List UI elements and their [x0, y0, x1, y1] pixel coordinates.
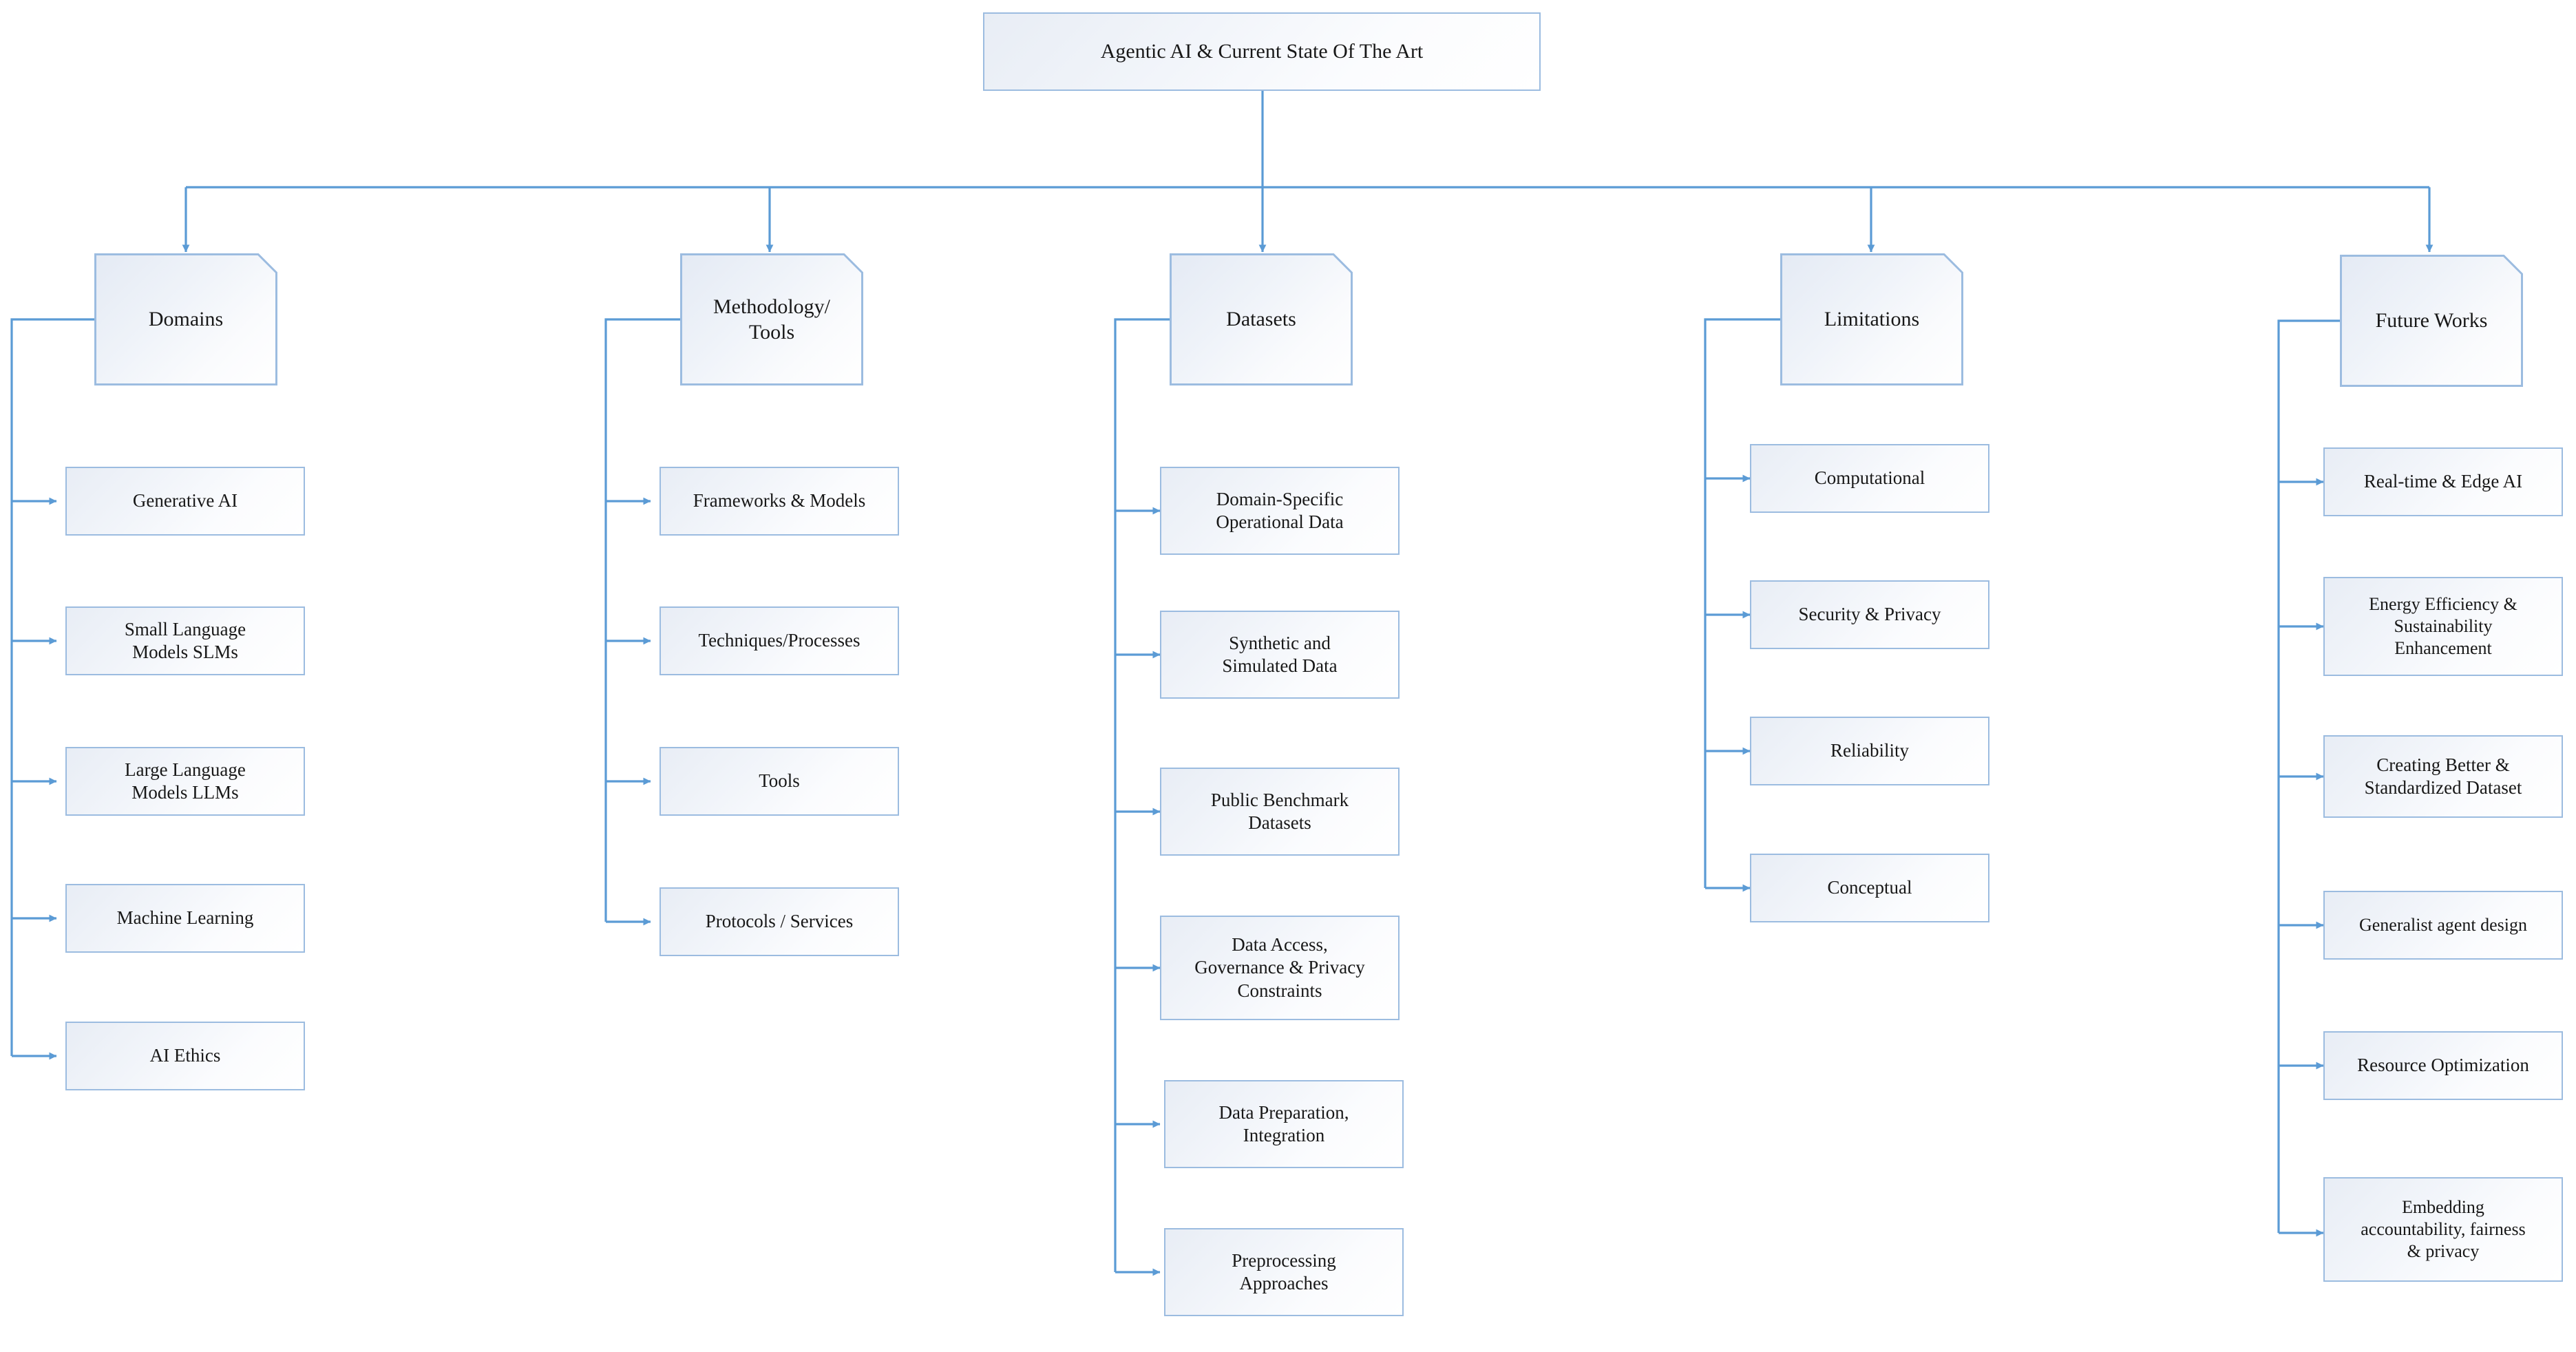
leaf-node-ai-ethics[interactable]: AI Ethics — [65, 1022, 305, 1090]
category-label: Domains — [148, 308, 224, 331]
leaf-node-small-language-models[interactable]: Small Language Models SLMs — [65, 606, 305, 675]
leaf-label: Conceptual — [1827, 877, 1912, 898]
leaf-label: Creating Better & Standardized Dataset — [2364, 754, 2522, 798]
leaf-label: Security & Privacy — [1798, 604, 1941, 625]
leaf-label: Public Benchmark Datasets — [1210, 789, 1349, 833]
category-node-limitations[interactable]: Limitations — [1780, 253, 1963, 385]
leaf-label: Computational — [1814, 467, 1925, 489]
leaf-label: Frameworks & Models — [693, 490, 866, 511]
leaf-label: Generalist agent design — [2358, 914, 2528, 935]
category-node-methodology-tools[interactable]: Methodology/ Tools — [680, 253, 863, 385]
leaf-node-tools[interactable]: Tools — [659, 747, 899, 816]
document-shape — [680, 253, 863, 385]
category-label: Future Works — [2375, 309, 2488, 332]
root-node-label: Agentic AI & Current State Of The Art — [1100, 40, 1424, 63]
leaf-label: Machine Learning — [116, 907, 254, 929]
leaf-node-conceptual[interactable]: Conceptual — [1750, 854, 1989, 922]
category-node-future-works[interactable]: Future Works — [2340, 255, 2523, 387]
leaf-label: AI Ethics — [149, 1045, 221, 1066]
leaf-node-energy-efficiency-sustainability[interactable]: Energy Efficiency & Sustainability Enhan… — [2323, 577, 2563, 676]
leaf-node-generative-ai[interactable]: Generative AI — [65, 467, 305, 536]
leaf-node-large-language-models[interactable]: Large Language Models LLMs — [65, 747, 305, 816]
leaf-node-resource-optimization[interactable]: Resource Optimization — [2323, 1031, 2563, 1100]
leaf-label: Domain-Specific Operational Data — [1216, 488, 1344, 532]
leaf-label: Reliability — [1830, 740, 1909, 761]
leaf-label: Large Language Models LLMs — [125, 759, 246, 803]
leaf-node-protocols-services[interactable]: Protocols / Services — [659, 887, 899, 956]
document-border — [2340, 255, 2523, 387]
leaf-node-public-benchmark-datasets[interactable]: Public Benchmark Datasets — [1160, 768, 1400, 856]
leaf-node-data-access-governance-privacy[interactable]: Data Access, Governance & Privacy Constr… — [1160, 916, 1400, 1020]
document-shape — [94, 253, 277, 385]
root-node[interactable]: Agentic AI & Current State Of The Art — [983, 12, 1541, 91]
leaf-node-real-time-edge-ai[interactable]: Real-time & Edge AI — [2323, 447, 2563, 516]
leaf-label: Real-time & Edge AI — [2363, 471, 2523, 492]
leaf-node-computational[interactable]: Computational — [1750, 444, 1989, 513]
category-label: Limitations — [1824, 308, 1920, 331]
leaf-node-techniques-processes[interactable]: Techniques/Processes — [659, 606, 899, 675]
leaf-label: Generative AI — [132, 490, 238, 511]
leaf-node-domain-specific-operational-data[interactable]: Domain-Specific Operational Data — [1160, 467, 1400, 555]
leaf-node-security-privacy[interactable]: Security & Privacy — [1750, 580, 1989, 649]
category-label: Datasets — [1226, 308, 1296, 331]
leaf-label: Small Language Models SLMs — [124, 618, 246, 662]
leaf-node-frameworks-models[interactable]: Frameworks & Models — [659, 467, 899, 536]
document-shape — [2340, 255, 2523, 387]
leaf-node-reliability[interactable]: Reliability — [1750, 717, 1989, 785]
document-shape — [1170, 253, 1353, 385]
leaf-label: Data Preparation, Integration — [1218, 1101, 1349, 1145]
leaf-node-creating-better-standardized-dataset[interactable]: Creating Better & Standardized Dataset — [2323, 735, 2563, 818]
leaf-label: Resource Optimization — [2357, 1055, 2529, 1076]
category-node-domains[interactable]: Domains — [94, 253, 277, 385]
leaf-node-preprocessing-approaches[interactable]: Preprocessing Approaches — [1164, 1228, 1404, 1316]
leaf-node-data-preparation-integration[interactable]: Data Preparation, Integration — [1164, 1080, 1404, 1168]
leaf-label: Preprocessing Approaches — [1232, 1249, 1336, 1293]
leaf-node-embedding-accountability-fairness-privacy[interactable]: Embedding accountability, fairness & pri… — [2323, 1177, 2563, 1282]
leaf-label: Energy Efficiency & Sustainability Enhan… — [2369, 593, 2517, 659]
leaf-label: Techniques/Processes — [698, 630, 861, 651]
leaf-label: Embedding accountability, fairness & pri… — [2361, 1196, 2526, 1262]
leaf-label: Protocols / Services — [705, 911, 854, 932]
leaf-label: Synthetic and Simulated Data — [1222, 632, 1338, 676]
document-shape — [1780, 253, 1963, 385]
leaf-node-machine-learning[interactable]: Machine Learning — [65, 884, 305, 953]
leaf-node-generalist-agent-design[interactable]: Generalist agent design — [2323, 891, 2563, 960]
document-border — [94, 253, 277, 385]
document-border — [1780, 253, 1963, 385]
category-node-datasets[interactable]: Datasets — [1170, 253, 1353, 385]
leaf-node-synthetic-simulated-data[interactable]: Synthetic and Simulated Data — [1160, 611, 1400, 699]
document-border — [1170, 253, 1353, 385]
leaf-label: Tools — [759, 770, 800, 792]
document-border — [680, 253, 863, 385]
category-label: Methodology/ Tools — [713, 295, 830, 344]
leaf-label: Data Access, Governance & Privacy Constr… — [1194, 933, 1365, 1001]
